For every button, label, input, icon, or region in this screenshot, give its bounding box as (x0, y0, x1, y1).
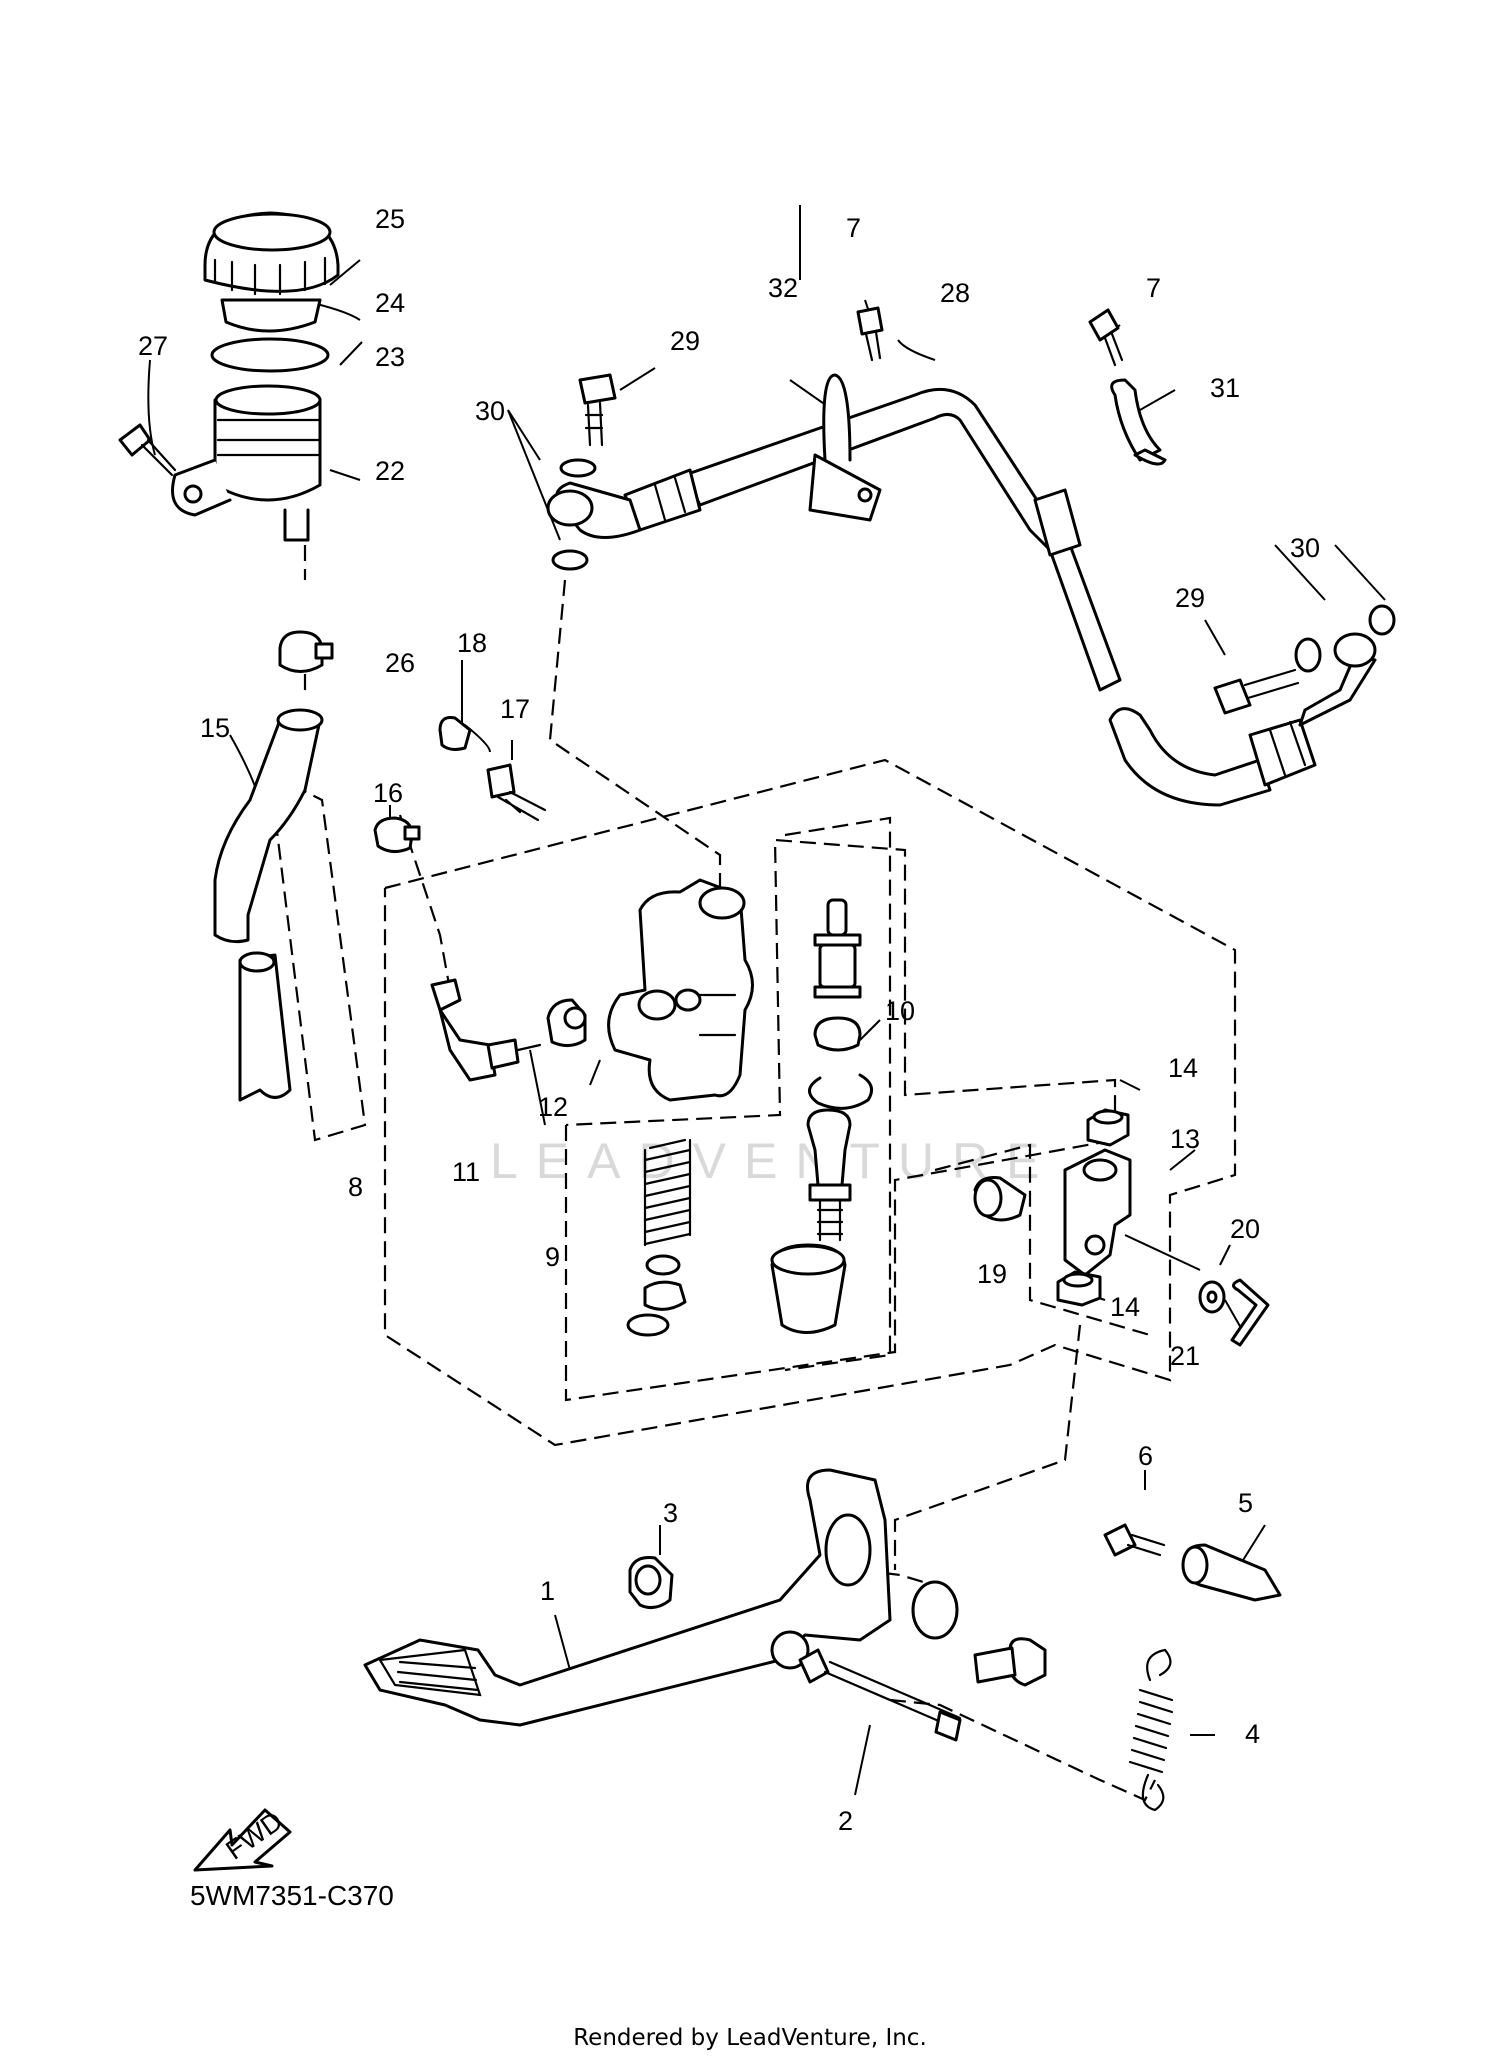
pin-19 (973, 1176, 1027, 1222)
piston-cup (813, 1016, 862, 1052)
master-cylinder-body (607, 878, 754, 1102)
bushing-3 (628, 1556, 674, 1610)
callout-2: 2 (838, 1806, 853, 1836)
bolt-7-right (1088, 308, 1124, 367)
reservoir-screw (118, 423, 177, 477)
nut-14-bottom (1056, 1270, 1102, 1307)
reservoir-cap (203, 211, 340, 296)
callout-25: 25 (375, 204, 405, 234)
callout-4: 4 (1245, 1719, 1260, 1749)
callout-26: 26 (385, 648, 415, 678)
watermark: LEADVENTURE (490, 1133, 1058, 1189)
clevis-13 (1063, 1148, 1132, 1277)
callout-16: 16 (373, 778, 403, 808)
push-rod (806, 1108, 852, 1242)
union-bolt-29-right (1213, 668, 1300, 715)
piston-rod (813, 898, 862, 999)
circlip-10 (808, 1073, 874, 1110)
callout-9: 9 (545, 1242, 560, 1272)
callout-1: 1 (540, 1576, 555, 1606)
callout-12: 12 (538, 1092, 568, 1122)
callout-13: 13 (1170, 1124, 1200, 1154)
callout-21: 21 (1170, 1341, 1200, 1371)
callout-7a: 7 (846, 213, 861, 243)
callout-3: 3 (663, 1498, 678, 1528)
callout-15: 15 (200, 713, 230, 743)
callout-23: 23 (375, 342, 405, 372)
footer-credit: Rendered by LeadVenture, Inc. (573, 2025, 927, 2051)
callout-29a: 29 (670, 326, 700, 356)
washers-30 (551, 458, 1396, 673)
spring (643, 1138, 692, 1247)
callout-14b: 14 (1110, 1292, 1140, 1322)
union-bolt-29-top (578, 373, 617, 447)
grommet-12 (546, 998, 587, 1047)
kit-boundary-piston (784, 816, 892, 1372)
callout-18: 18 (457, 628, 487, 658)
hose-clip (1110, 378, 1167, 466)
cotter-pin-21 (1230, 1278, 1270, 1347)
callout-32: 32 (768, 273, 798, 303)
washer-pedal (911, 1580, 959, 1640)
bolt-7-left (856, 306, 884, 362)
callout-30b: 30 (1290, 533, 1320, 563)
callout-31: 31 (1210, 373, 1240, 403)
callout-20: 20 (1230, 1214, 1260, 1244)
callout-11: 11 (452, 1157, 480, 1187)
callout-6: 6 (1138, 1441, 1153, 1471)
callout-24: 24 (375, 288, 405, 318)
brake-hose (546, 387, 1377, 807)
callout-10: 10 (885, 996, 915, 1026)
clamp-16 (373, 816, 421, 853)
shaft-2 (798, 1648, 962, 1742)
fwd-badge: FWD (193, 1806, 292, 1872)
boot (770, 1243, 847, 1334)
bolt-6 (1103, 1523, 1166, 1557)
callout-7b: 7 (1146, 273, 1161, 303)
washer-20 (1198, 1280, 1226, 1314)
callout-14a: 14 (1168, 1053, 1198, 1083)
spring-4 (1128, 1648, 1174, 1812)
hose-joint-11 (430, 978, 542, 1082)
callout-28: 28 (940, 278, 970, 308)
bleed-bolt-17 (486, 763, 547, 822)
callout-17: 17 (500, 694, 530, 724)
callout-5: 5 (1238, 1488, 1253, 1518)
pivot-bolt (973, 1637, 1047, 1687)
kit-boundary-clevis (934, 1143, 1151, 1337)
callout-22: 22 (375, 456, 405, 486)
kit-boundary-8 (383, 758, 1237, 1447)
reservoir-hose (213, 708, 324, 1102)
reservoir-plate (210, 337, 330, 373)
callout-30a: 30 (475, 396, 505, 426)
callout-19: 19 (977, 1259, 1007, 1289)
reservoir-body (171, 384, 322, 542)
callout-27: 27 (138, 331, 168, 361)
nut-14-top (1086, 1108, 1130, 1147)
kit-boundary-9 (564, 838, 1117, 1402)
hose-clamp (278, 630, 334, 673)
small-washers (626, 1254, 687, 1337)
bracket-5 (1181, 1543, 1282, 1602)
callout-8: 8 (348, 1172, 363, 1202)
diagram-code: 5WM7351-C370 (190, 1880, 394, 1911)
brake-pedal (363, 1468, 892, 1727)
bleed-cap-18 (438, 716, 472, 751)
reservoir-diaphragm (220, 298, 322, 333)
callout-29b: 29 (1175, 583, 1205, 613)
hose-guide (808, 373, 882, 522)
